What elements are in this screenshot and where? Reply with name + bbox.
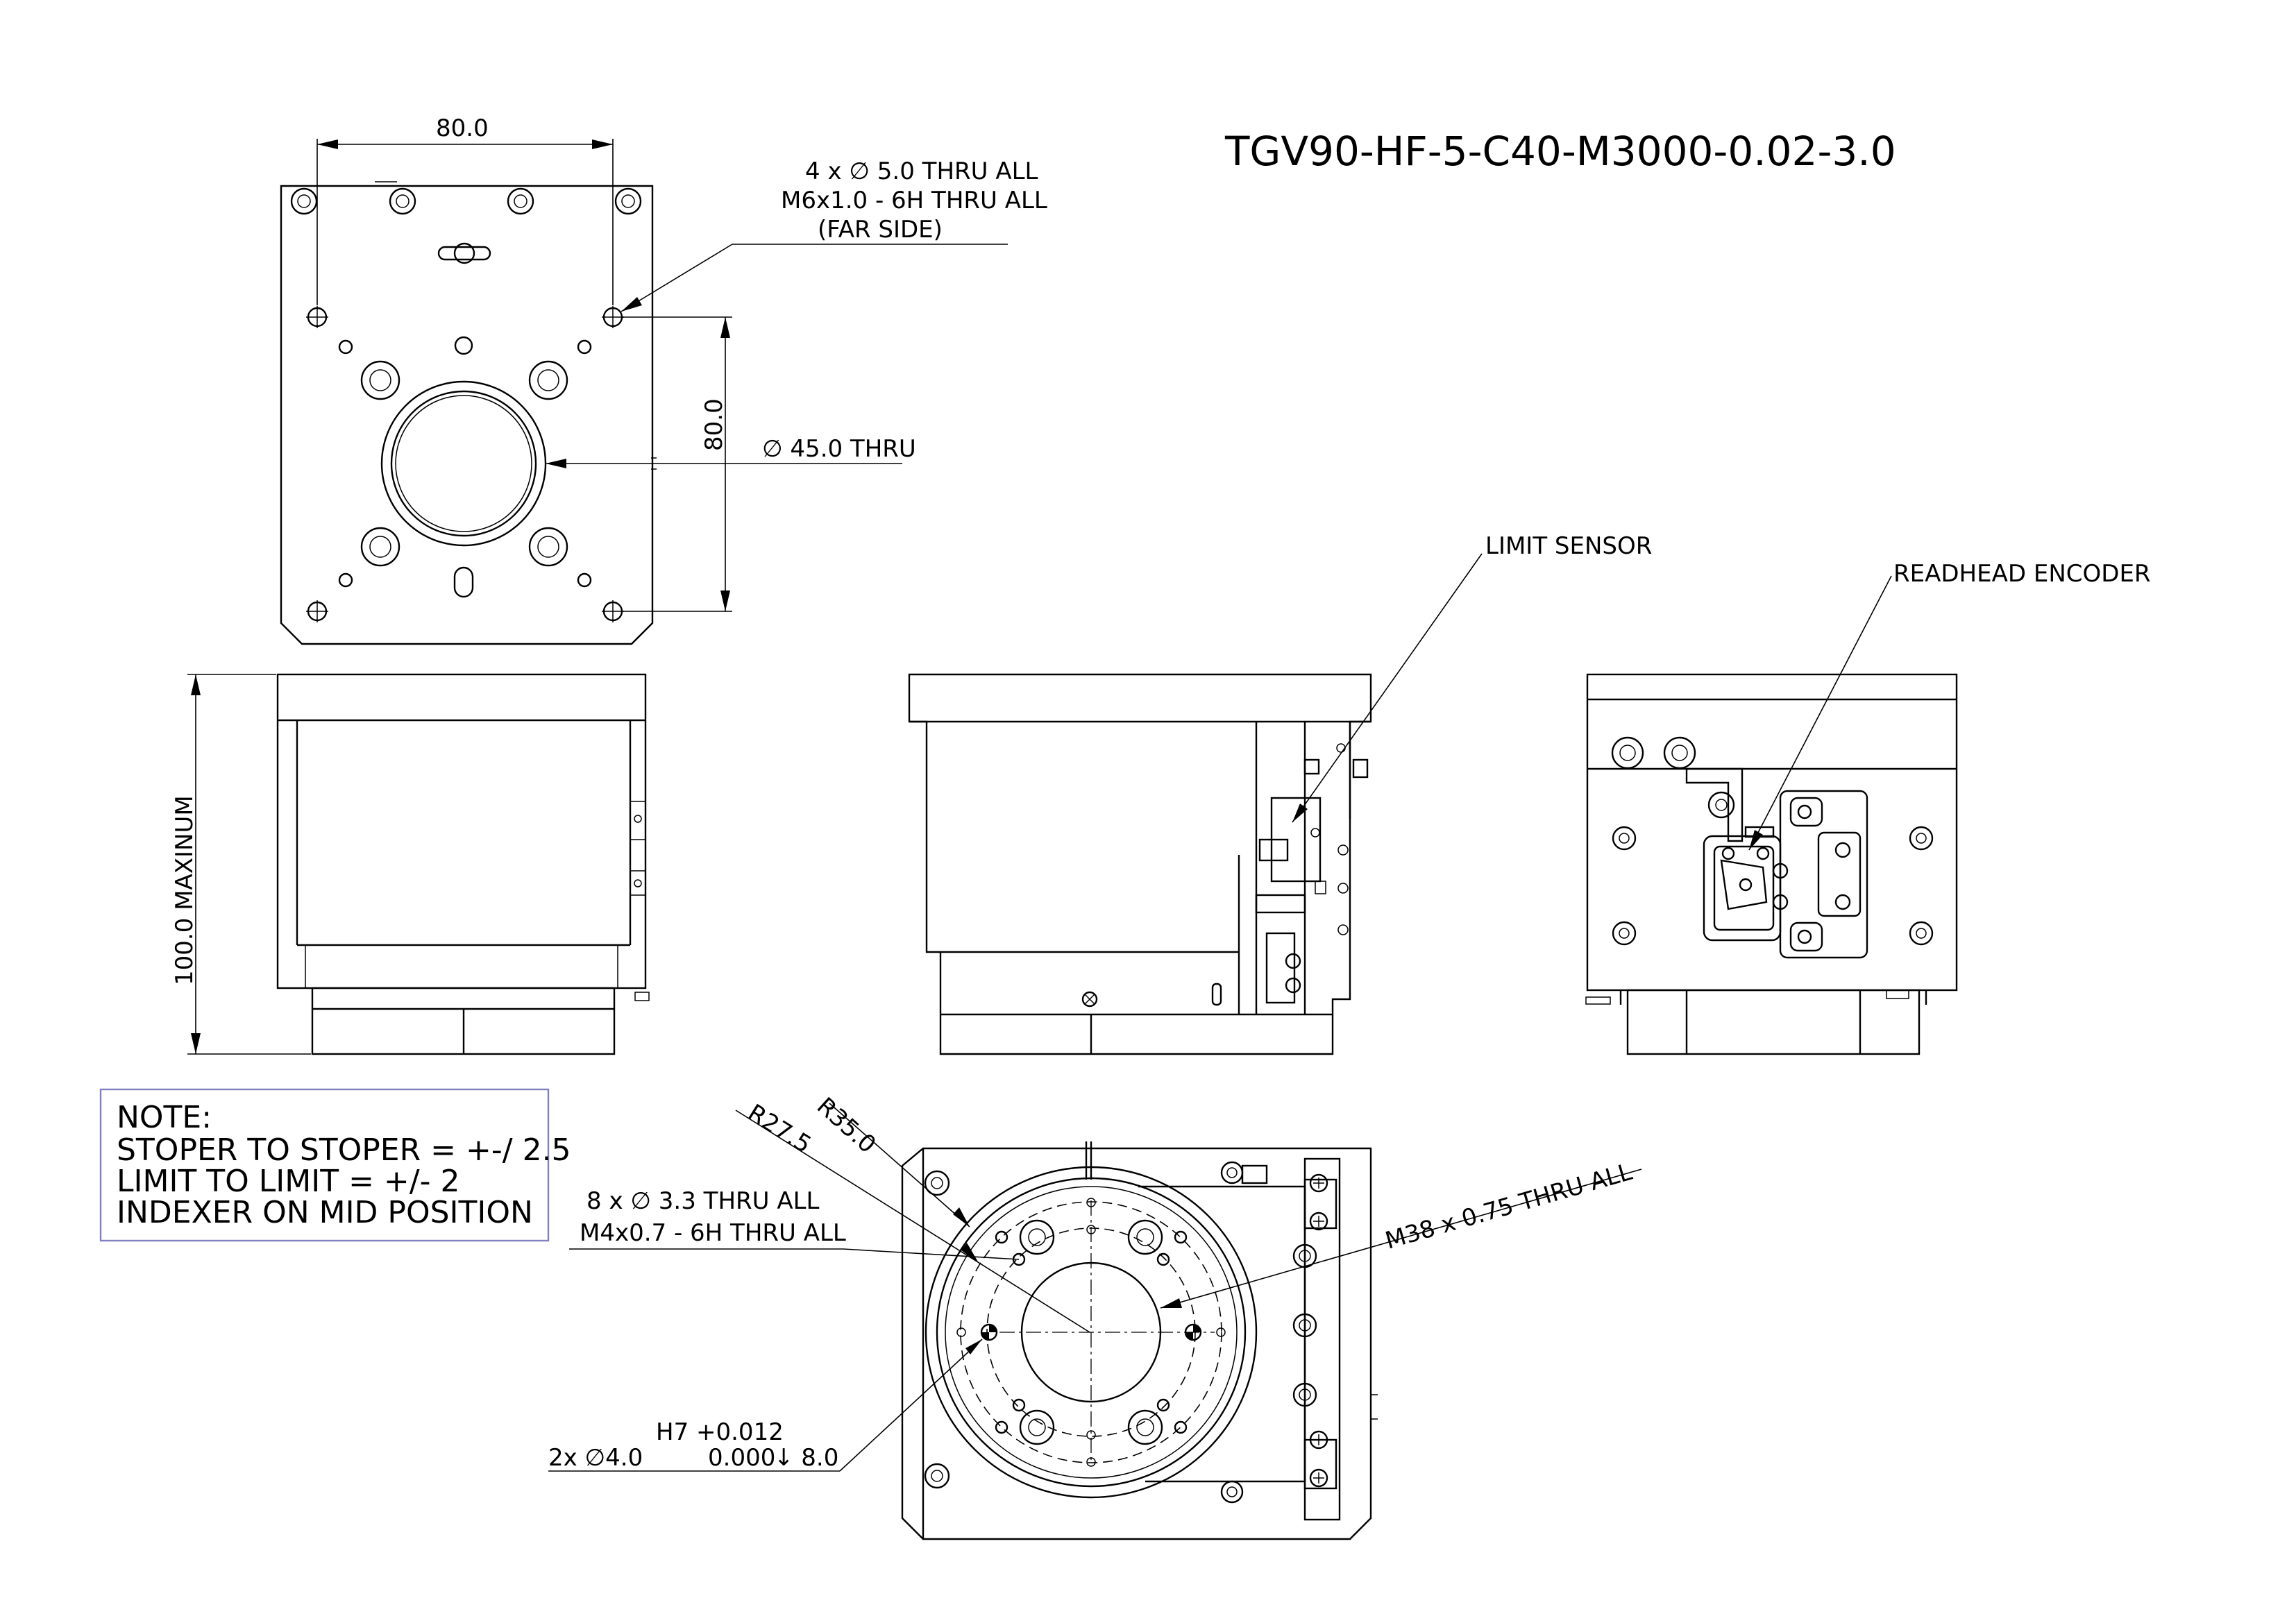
readhead-encoder-label: READHEAD ENCODER (1893, 560, 2151, 588)
slot-screw-icon (437, 242, 491, 264)
cap-screw-icon (1019, 1219, 1163, 1445)
note-line-3: LIMIT TO LIMIT = +/- 2 (117, 1164, 459, 1199)
pin-tol-lower: 0.000 (708, 1444, 775, 1472)
side-view: LIMIT SENSOR (908, 532, 1652, 1055)
bottom-hole-callout-1: 8 x ∅ 3.3 THRU ALL (586, 1187, 820, 1215)
top-width-dim: 80.0 (436, 114, 489, 142)
mounting-hole-icon (306, 306, 624, 622)
front-height-dim: 100.0 MAXINUM (171, 795, 199, 985)
note-line-2: STOPER TO STOPER = +-/ 2.5 (117, 1132, 571, 1168)
note-box: NOTE: STOPER TO STOPER = +-/ 2.5 LIMIT T… (99, 1088, 571, 1242)
note-line-1: NOTE: (117, 1100, 212, 1135)
pin-count-dia: 2x ∅4.0 (548, 1444, 643, 1472)
top-view: 80.0 80.0 4 x ∅ 5.0 THRU ALL M6x1.0 - 6H… (280, 114, 1047, 645)
thread-callout: M38 x 0.75 THRU ALL (1382, 1158, 1635, 1255)
back-view: READHEAD ENCODER (1585, 560, 2151, 1055)
bore-callout: ∅ 45.0 THRU (762, 435, 916, 463)
bottom-view: R35.0 R27.5 8 x ∅ 3.3 THRU ALL M4x0.7 - … (548, 1092, 1642, 1540)
corner-screw-icon (290, 187, 642, 215)
mounting-hole-icon (956, 1198, 1226, 1467)
cap-screw-icon (360, 360, 568, 567)
phillips-screw-icon (1309, 1173, 1328, 1488)
cap-screw-icon (1611, 736, 1934, 946)
radius-inner-label: R27.5 (743, 1099, 816, 1159)
hex-screw-icon (1081, 991, 1098, 1008)
note-line-4: INDEXER ON MID POSITION (117, 1195, 533, 1230)
top-hole-callout-2: M6x1.0 - 6H THRU ALL (781, 187, 1047, 214)
pin-tol-upper: H7 +0.012 (656, 1418, 784, 1446)
radius-outer-label: R35.0 (811, 1092, 881, 1159)
top-hole-callout-3: (FAR SIDE) (818, 216, 943, 244)
front-view: 100.0 MAXINUM (171, 673, 650, 1055)
drawing-title: TGV90-HF-5-C40-M3000-0.02-3.0 (1224, 128, 1896, 175)
bottom-hole-callout-2: M4x0.7 - 6H THRU ALL (580, 1219, 846, 1247)
top-hole-callout-1: 4 x ∅ 5.0 THRU ALL (805, 158, 1038, 185)
limit-sensor-label: LIMIT SENSOR (1485, 532, 1652, 560)
dowel-pin-icon (980, 1323, 1202, 1341)
top-height-dim: 80.0 (700, 398, 728, 451)
pin-depth: ↓ 8.0 (774, 1444, 838, 1472)
